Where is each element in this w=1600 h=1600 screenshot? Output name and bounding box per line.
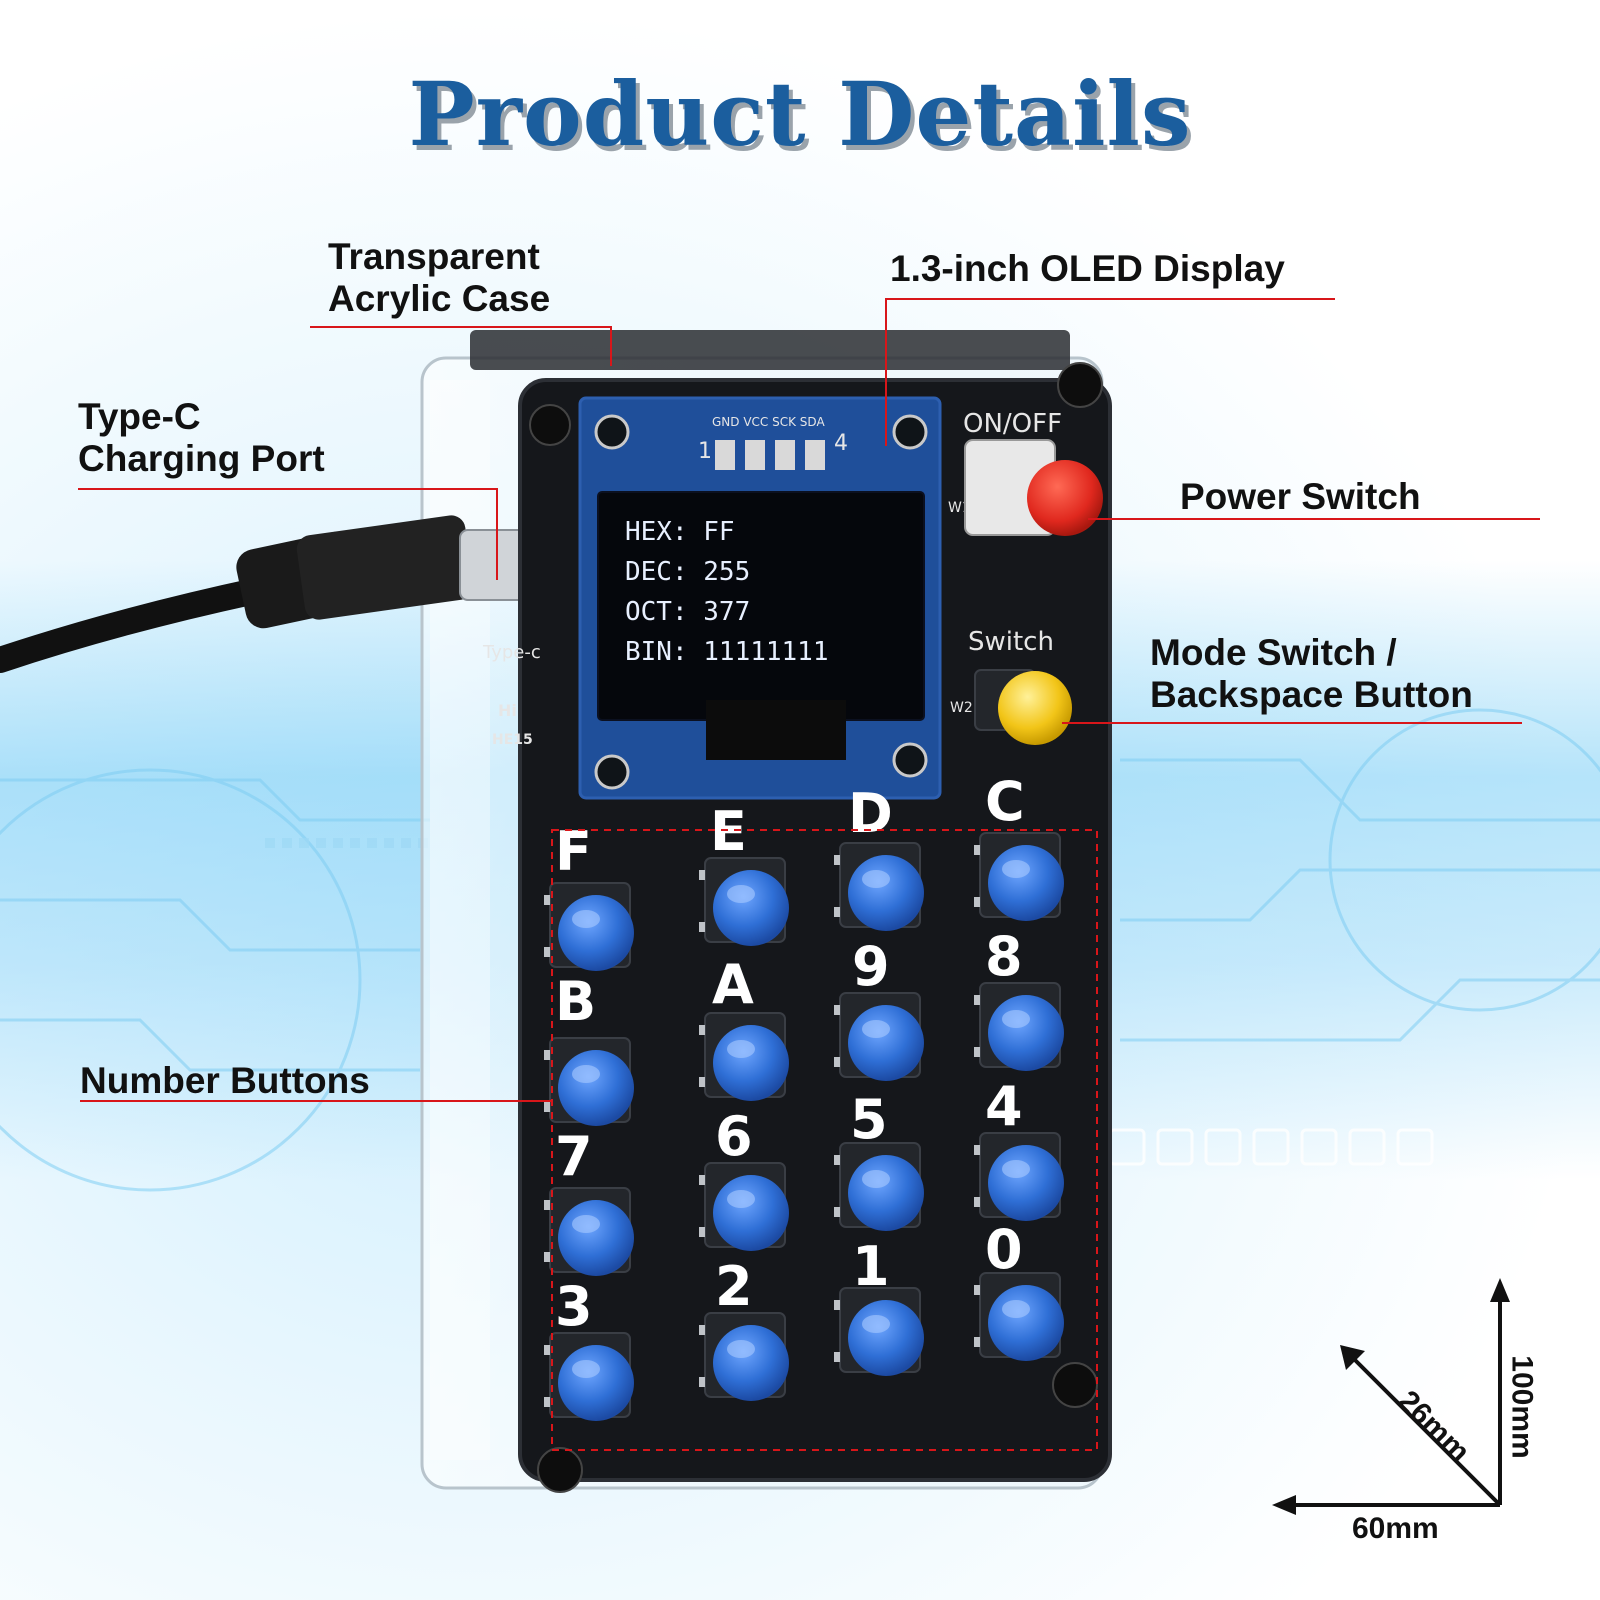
callout-power: Power Switch	[1180, 476, 1421, 517]
key-button-7[interactable]	[543, 1187, 635, 1277]
brand-label: Hi	[498, 701, 517, 720]
key-button-1[interactable]	[833, 1287, 925, 1377]
key-label-a: A	[712, 953, 754, 1016]
callout-port-line	[78, 488, 496, 490]
key-label-8: 8	[985, 925, 1023, 988]
key-label-e: E	[710, 800, 747, 863]
callout-oled-line-drop	[885, 298, 887, 446]
oled-hex: HEX: FF	[625, 517, 735, 547]
callout-case: Transparent Acrylic Case	[328, 236, 551, 319]
model-label: HE15	[492, 732, 533, 748]
callout-numbers: Number Buttons	[80, 1060, 370, 1101]
key-button-c[interactable]	[973, 832, 1065, 922]
key-button-b[interactable]	[543, 1037, 635, 1127]
key-label-0: 0	[985, 1218, 1023, 1281]
key-button-3[interactable]	[543, 1332, 635, 1422]
key-label-2: 2	[715, 1255, 753, 1318]
key-button-0[interactable]	[973, 1272, 1065, 1362]
mode-switch-button[interactable]	[974, 669, 1072, 745]
dimension-width: 60mm	[1352, 1512, 1439, 1545]
key-button-4[interactable]	[973, 1132, 1065, 1222]
key-label-5: 5	[850, 1088, 888, 1151]
key-button-9[interactable]	[833, 992, 925, 1082]
key-label-9: 9	[852, 935, 890, 998]
oled-dec: DEC: 255	[625, 557, 750, 587]
switch-label: Switch	[968, 627, 1054, 657]
callout-power-line	[1088, 518, 1540, 520]
key-button-2[interactable]	[698, 1312, 790, 1402]
page-title: Product Details	[408, 62, 1192, 166]
callout-mode: Mode Switch / Backspace Button	[1150, 632, 1473, 715]
callout-case-line	[310, 326, 610, 328]
key-button-5[interactable]	[833, 1142, 925, 1232]
callout-case-line-drop	[610, 326, 612, 366]
dimension-arrows	[1272, 1278, 1510, 1515]
number-buttons-highlight	[551, 829, 1098, 1451]
oled-pin-last: 4	[834, 431, 848, 456]
callout-mode-line	[1062, 722, 1522, 724]
dimension-height: 100mm	[1505, 1355, 1539, 1459]
sw2-label: W2	[950, 700, 973, 716]
key-label-7: 7	[555, 1125, 593, 1188]
oled-oct: OCT: 377	[625, 597, 750, 627]
key-label-6: 6	[715, 1105, 753, 1168]
onoff-label: ON/OFF	[963, 409, 1062, 439]
oled-pin-labels: GND VCC SCK SDA	[712, 415, 825, 429]
typec-label: Type-c	[482, 642, 541, 663]
key-button-e[interactable]	[698, 857, 790, 947]
key-button-d[interactable]	[833, 842, 925, 932]
key-label-c: C	[985, 770, 1025, 833]
key-label-f: F	[555, 820, 592, 883]
callout-oled: 1.3-inch OLED Display	[890, 248, 1285, 289]
key-button-8[interactable]	[973, 982, 1065, 1072]
key-label-4: 4	[985, 1075, 1023, 1138]
key-label-d: D	[848, 782, 893, 845]
callout-oled-line	[885, 298, 1335, 300]
oled-bin: BIN: 11111111	[625, 637, 829, 667]
key-button-6[interactable]	[698, 1162, 790, 1252]
key-button-f[interactable]	[543, 882, 635, 972]
key-label-b: B	[555, 970, 596, 1033]
key-label-3: 3	[555, 1275, 593, 1338]
callout-numbers-line	[80, 1100, 552, 1102]
oled-pin-first: 1	[698, 439, 712, 464]
callout-port-line-drop	[496, 488, 498, 580]
key-button-a[interactable]	[698, 1012, 790, 1102]
power-switch-button[interactable]	[964, 439, 1103, 536]
callout-port: Type-C Charging Port	[78, 396, 325, 479]
